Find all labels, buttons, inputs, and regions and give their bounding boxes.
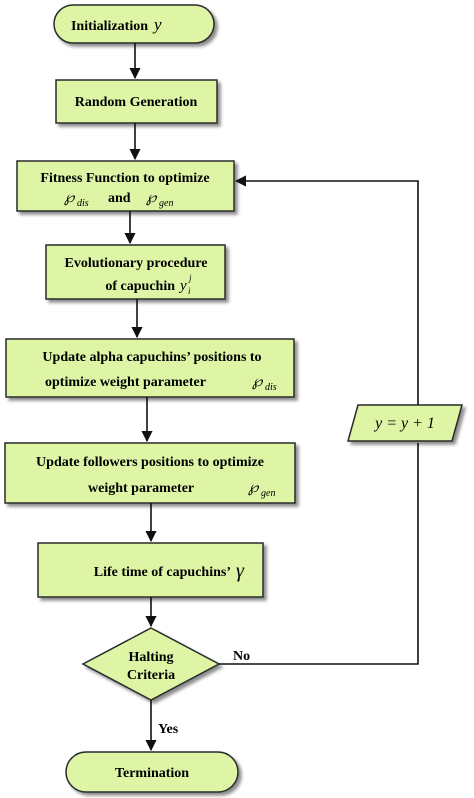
evolution-line2: of capuchin — [105, 279, 175, 294]
increment-label: y = y + 1 — [373, 415, 435, 432]
followers-line2: weight parameter — [88, 481, 194, 496]
fitness-sym2: ℘ — [146, 190, 158, 206]
update-alpha-node: Update alpha capuchins’ positions to opt… — [5, 338, 295, 398]
random-generation-label: Random Generation — [75, 95, 198, 110]
lifetime-node: Life time of capuchins’ γ — [37, 542, 264, 598]
alpha-sym: ℘ — [252, 374, 264, 390]
lifetime-label: Life time of capuchins’ — [94, 565, 231, 580]
termination-node: Termination — [65, 751, 239, 793]
lifetime-var: γ — [236, 560, 245, 582]
update-followers-node: Update followers positions to optimize w… — [4, 442, 296, 504]
edge-no-label: No — [233, 649, 250, 664]
fitness-sym1: ℘ — [64, 190, 76, 206]
evolutionary-procedure-node: Evolutionary procedure of capuchin y i j — [45, 244, 226, 300]
evolution-line1: Evolutionary procedure — [65, 256, 208, 271]
edge-halting-update — [219, 443, 419, 665]
fitness-sub2: gen — [159, 198, 173, 209]
halting-line1: Halting — [128, 650, 173, 665]
initialization-label: Initialization — [71, 19, 148, 34]
halting-criteria-node: Halting Criteria — [81, 627, 221, 701]
random-generation-node: Random Generation — [55, 79, 218, 124]
initialization-node: Initialization y — [53, 4, 215, 44]
fitness-and: and — [108, 191, 131, 206]
fitness-function-node: Fitness Function to optimize ℘ dis and ℘… — [16, 160, 235, 212]
initialization-var: y — [152, 15, 162, 34]
edge-update-fitness — [234, 175, 419, 405]
fitness-sub1: dis — [77, 198, 89, 209]
alpha-line1: Update alpha capuchins’ positions to — [42, 350, 261, 365]
edge-yes-label: Yes — [158, 722, 179, 737]
evolution-sup: j — [188, 273, 192, 283]
alpha-sub: dis — [265, 382, 277, 393]
halting-line2: Criteria — [127, 668, 175, 683]
followers-sym: ℘ — [248, 480, 260, 496]
fitness-line1: Fitness Function to optimize — [40, 171, 209, 186]
evolution-var: y — [178, 278, 187, 294]
evolution-sub: i — [188, 286, 191, 296]
increment-node: y = y + 1 — [347, 404, 463, 442]
followers-sub: gen — [261, 488, 275, 499]
followers-line1: Update followers positions to optimize — [36, 455, 264, 470]
termination-label: Termination — [115, 766, 189, 781]
alpha-line2: optimize weight parameter — [45, 375, 206, 390]
